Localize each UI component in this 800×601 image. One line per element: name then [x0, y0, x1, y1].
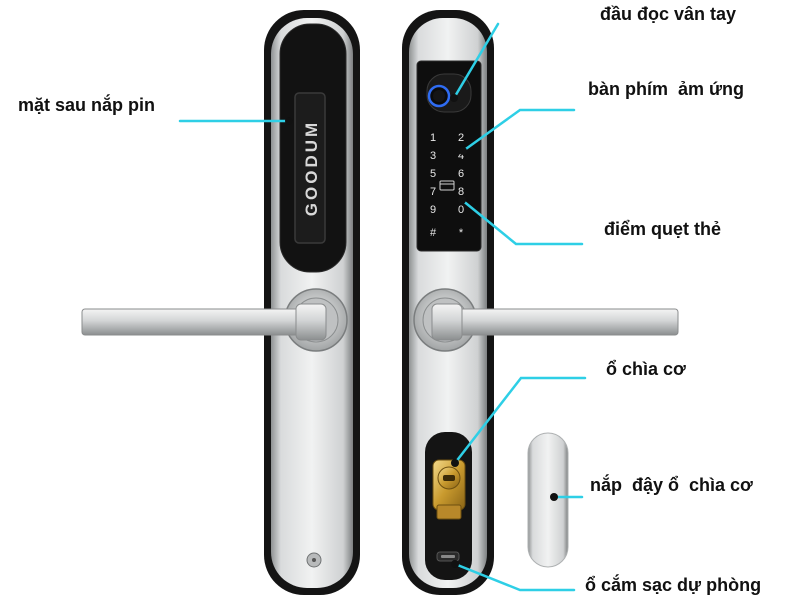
- key-3: 3: [430, 150, 436, 162]
- leader-dots: [285, 94, 558, 568]
- key-star: *: [459, 227, 464, 239]
- key-7: 7: [430, 186, 436, 198]
- label-touch-keypad: bàn phím ảm ứng: [588, 79, 745, 99]
- leader-usb: [453, 562, 576, 592]
- label-card-swipe-area: điểm quẹt thẻ: [604, 219, 722, 239]
- label-keyhole-cover: nắp đậy ổ chìa cơ: [590, 475, 753, 495]
- label-backup-charging-port: ổ cắm sạc dự phòng: [585, 575, 762, 595]
- key-5: 5: [430, 168, 436, 180]
- card-swipe-icon: [439, 180, 455, 191]
- keyhole-cover-piece: [527, 432, 569, 568]
- logo-recess: [294, 92, 326, 244]
- leader-card: [460, 198, 584, 246]
- front-lever-handle: [431, 308, 679, 336]
- key-4: 4: [458, 150, 464, 162]
- touch-keypad: 1 2 3 4 5 6 7 8 9 0 # *: [430, 132, 464, 239]
- rear-lever-handle: [81, 308, 327, 336]
- label-battery-cover: mặt sau nắp pin: [18, 95, 156, 115]
- key-2: 2: [458, 132, 464, 144]
- key-6: 6: [458, 168, 464, 180]
- key-8: 8: [458, 186, 464, 198]
- key-1: 1: [430, 132, 436, 144]
- label-fingerprint-reader: đầu đọc vân tay: [600, 4, 737, 24]
- key-9: 9: [430, 204, 436, 216]
- leader-lines: [178, 22, 587, 592]
- rear-lock-body: GOODUM: [81, 10, 360, 595]
- leader-keypad: [461, 108, 576, 153]
- brand-logo: GOODUM: [302, 120, 321, 216]
- key-0: 0: [458, 204, 464, 216]
- label-mechanical-key: ổ chìa cơ: [606, 359, 686, 379]
- key-cylinder: [432, 459, 466, 520]
- leader-fingerprint: [452, 22, 500, 100]
- leader-keyhole: [453, 376, 587, 465]
- key-hash: #: [430, 227, 437, 239]
